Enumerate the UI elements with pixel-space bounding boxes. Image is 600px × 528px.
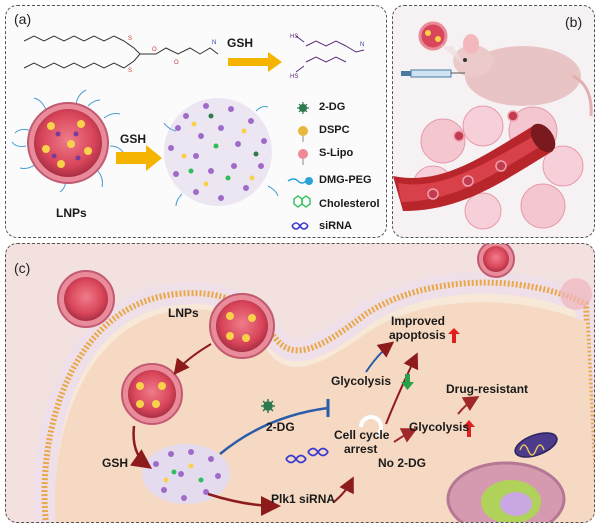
mitochondrion-icon	[514, 432, 558, 458]
panel-b-label: (b)	[565, 14, 583, 30]
dspc-icon	[298, 126, 308, 142]
svg-text:N: N	[360, 42, 364, 48]
glycolysis-up-label: Glycolysis	[409, 420, 470, 434]
glycolysis-up-arrow-icon	[463, 420, 475, 437]
arrow-2dg-inhibit	[219, 406, 329, 455]
svg-text:O: O	[152, 47, 157, 53]
gsh-arrow-mid-icon	[116, 145, 162, 171]
svg-text:S: S	[128, 68, 132, 74]
extracellular-lnp-icons	[57, 244, 592, 328]
plk1-sirna-icon	[285, 447, 329, 464]
disassembled-lnp-intracellular-icon	[142, 444, 230, 504]
syringe-icon	[401, 69, 465, 78]
glycolysis-down-label: Glycolysis	[331, 374, 392, 388]
cell-cycle-arrest-icon	[359, 415, 383, 437]
lnp-intact-icon	[11, 89, 125, 193]
arrow-gsh-disassembly	[129, 425, 153, 469]
mouse-icon	[453, 34, 593, 117]
panel-c-label: (c)	[14, 260, 31, 276]
s-lipo-atoms: S S O O	[128, 36, 179, 74]
improved-apoptosis-line2: apoptosis	[389, 328, 446, 342]
injected-lnp-icon	[418, 21, 448, 51]
arrow-plk1-to-arrest	[333, 476, 354, 503]
svg-text:S: S	[128, 36, 132, 42]
no-2dg-label: No 2-DG	[378, 456, 426, 470]
s-lipo-structure	[23, 35, 219, 69]
disassembled-lnp-icon	[163, 98, 279, 207]
s-lipo-icon	[298, 149, 308, 165]
panel-a-label: (a)	[14, 11, 32, 27]
glycolysis-down-arrow-icon	[401, 374, 414, 390]
improved-apoptosis-line1: Improved	[391, 314, 446, 328]
gsh-label-c: GSH	[102, 456, 129, 470]
arrow-glycolysis-to-apoptosis	[365, 341, 395, 373]
nucleus-icon	[446, 461, 566, 522]
legend-icons	[287, 102, 313, 230]
svg-text:O: O	[174, 60, 179, 66]
cleaved-product-structure	[295, 35, 365, 73]
lnps-label: LNPs	[56, 206, 87, 220]
lnp-endocytosis-icon	[209, 293, 275, 359]
drug-resistant-label: Drug-resistant	[446, 382, 529, 396]
lnps-label-c: LNPs	[168, 306, 199, 320]
legend-2dg-label: 2-DG	[319, 101, 346, 113]
circulating-lnp-icons	[427, 110, 519, 200]
cell-cycle-arrest-line2: arrest	[344, 442, 378, 456]
2dg-icon	[297, 102, 309, 114]
lnp-intracellular-icon	[121, 363, 183, 425]
legend-cholesterol-label: Cholesterol	[319, 198, 380, 210]
panel-a-figure: S S O O N HS HS N	[11, 34, 365, 230]
legend-sirna-label: siRNA	[319, 220, 353, 232]
panel-b-figure	[393, 21, 593, 230]
dmg-peg-icon	[287, 177, 313, 185]
arrow-arrest-to-glycolysis	[393, 428, 418, 443]
svg-text:HS: HS	[290, 74, 298, 80]
panel-a: (a) S S O O N	[5, 5, 387, 238]
gsh-label-top: GSH	[227, 36, 254, 50]
panel-b: (b)	[392, 5, 595, 238]
apoptosis-up-arrow-icon	[448, 328, 460, 343]
gsh-label-mid: GSH	[120, 132, 147, 146]
cholesterol-icon	[293, 195, 311, 208]
panel-c-figure	[33, 244, 594, 522]
cell-cycle-arrest-line1: Cell cycle	[334, 428, 390, 442]
arrow-to-plk1	[207, 492, 281, 516]
arrow-lnp-to-intracellular	[173, 343, 212, 376]
2dg-molecule-icon	[261, 399, 275, 413]
two-dg-label: 2-DG	[266, 420, 295, 434]
legend-dspc-label: DSPC	[319, 124, 350, 136]
legend-dmg-peg-label: DMG-PEG	[319, 174, 372, 186]
arrow-glycolysis-to-resistant	[457, 395, 480, 415]
gsh-arrow-top-icon	[228, 52, 282, 72]
svg-text:HS: HS	[290, 34, 298, 40]
plk1-sirna-label: Plk1 siRNA	[271, 492, 336, 506]
sirna-icon	[291, 222, 309, 230]
amine-n: N	[212, 40, 216, 46]
panel-c: (c)	[5, 243, 595, 523]
arrow-arrest-to-apoptosis	[385, 352, 419, 425]
legend-s-lipo-label: S-Lipo	[319, 147, 354, 159]
